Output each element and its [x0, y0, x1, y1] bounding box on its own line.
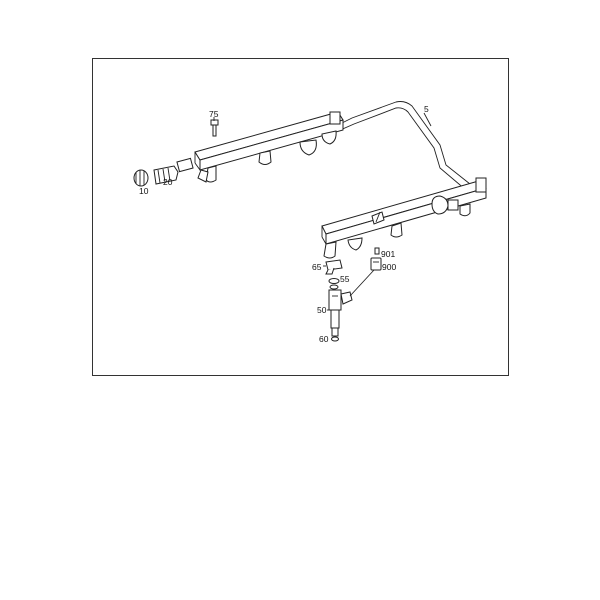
clip-901 [374, 247, 380, 255]
leader-5 [423, 112, 432, 127]
bolt-75 [210, 119, 219, 137]
injector-50 [328, 289, 353, 337]
fuel-crossover-line [337, 101, 471, 185]
callout-5: 5 [424, 104, 429, 114]
right-fuel-rail [321, 177, 487, 259]
callout-65: 65 [312, 262, 322, 272]
bracket-65 [325, 259, 343, 275]
valve-fitting-20 [153, 157, 194, 185]
callout-55: 55 [340, 274, 350, 284]
callout-75: 75 [209, 109, 219, 119]
callout-901: 901 [381, 249, 395, 259]
callout-10: 10 [139, 186, 149, 196]
callout-60: 60 [319, 334, 329, 344]
seal-60 [331, 336, 339, 342]
callout-50: 50 [317, 305, 327, 315]
connector-900 [370, 257, 382, 271]
connector-lead-line [349, 269, 375, 297]
fuel-crossover-line-inner [337, 107, 467, 191]
cap-10 [133, 169, 149, 187]
callout-900: 900 [382, 262, 396, 272]
callout-20: 20 [163, 177, 173, 187]
left-fuel-rail [194, 111, 344, 183]
diagram-frame [92, 58, 509, 376]
o-ring-55 [328, 278, 340, 290]
